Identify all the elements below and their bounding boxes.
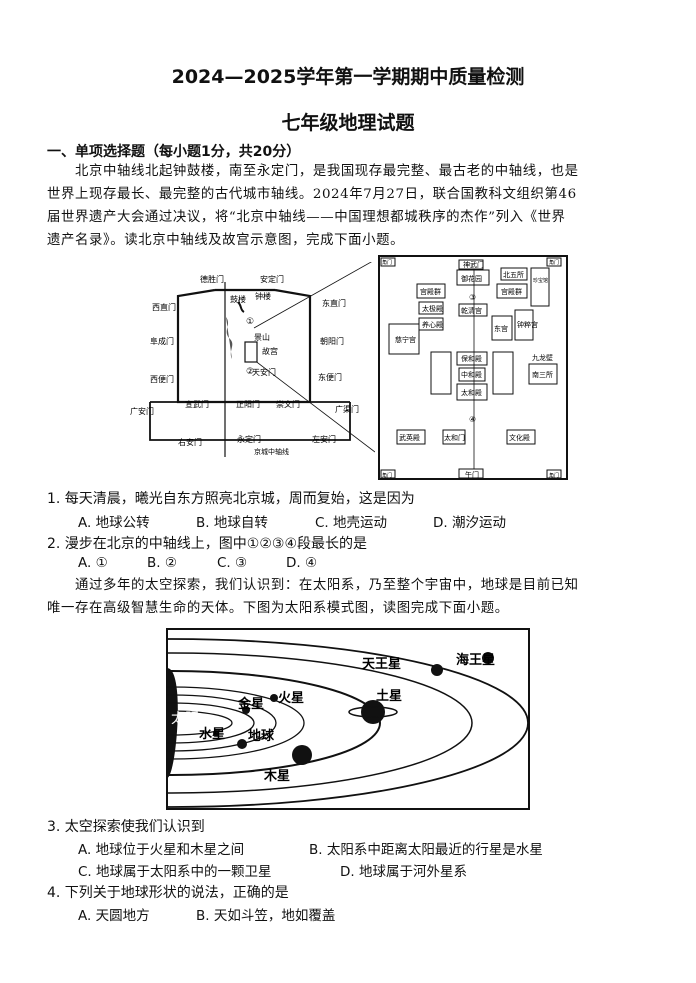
label-cininggong: 慈宁宫	[395, 335, 416, 344]
intro2-paragraph: 通过多年的太空探索，我们认识到：在太阳系，乃至整个宇宙中，地球是目前已知 唯一存…	[47, 574, 657, 620]
exam-subtitle: 七年级地理试题	[281, 112, 415, 134]
intro2-line: 通过多年的太空探索，我们认识到：在太阳系，乃至整个宇宙中，地球是目前已知	[75, 578, 579, 593]
label-earth: 地球	[248, 728, 275, 744]
q2-option-a[interactable]: A. ①	[78, 555, 108, 571]
question-4-stem: 4. 下列关于地球形状的说法，正确的是	[47, 885, 289, 901]
palace-map: 神武门 午门 角门 角门 角门 角门 御花园 宫殿群 宫殿群 北五所 珍宝馆 太…	[378, 255, 568, 480]
corner-gate: 角门	[382, 472, 392, 479]
intro-line: 世界上现存最长、最完整的古代城市轴线。2024年7月27日，联合国教科文组织第4…	[47, 187, 577, 202]
gate-zuoanmen: 左安门	[312, 434, 336, 444]
gate-chaoyangmen: 朝阳门	[320, 336, 344, 346]
q1-option-c[interactable]: C. 地壳运动	[315, 515, 388, 531]
q1-option-a[interactable]: A. 地球公转	[78, 515, 150, 531]
beijing-axis-map: 德胜门 安定门 西直门 东直门 阜成门 朝阳门 西便门 东便门 广安门 广渠门 …	[130, 262, 375, 457]
gate-yongdingmen: 永定门	[237, 434, 261, 444]
label-zhonglou: 钟楼	[255, 291, 271, 301]
gate-zhengyangmen: 正阳门	[236, 399, 260, 409]
label-mercury: 水星	[199, 726, 225, 742]
label-beiwusuo: 北五所	[503, 270, 524, 279]
marker-1: ①	[246, 317, 254, 327]
label-gongdianqun-left: 宫殿群	[420, 287, 441, 296]
q2-option-c[interactable]: C. ③	[217, 555, 248, 571]
label-venus: 金星	[237, 696, 264, 712]
label-neptune: 海王星	[456, 652, 495, 668]
label-yuhuayuan: 御花园	[461, 274, 482, 283]
q2-option-d[interactable]: D. ④	[286, 555, 318, 571]
gate-chongwenmen: 崇文门	[276, 399, 300, 409]
q1-option-d[interactable]: D. 潮汐运动	[433, 515, 506, 531]
label-axis: 京城中轴线	[254, 447, 289, 456]
q3-option-b[interactable]: B. 太阳系中距离太阳最近的行星是水星	[309, 842, 543, 858]
label-taihedian: 太和殿	[461, 388, 482, 397]
intro2-line: 唯一存在高级智慧生命的天体。下图为太阳系模式图，读图完成下面小题。	[47, 601, 509, 616]
label-wenhuadian: 文化殿	[509, 433, 530, 442]
q4-option-a[interactable]: A. 天圆地方	[78, 908, 150, 924]
label-dongliugong: 东宫	[494, 324, 508, 333]
intro-line: 北京中轴线北起钟鼓楼，南至永定门，是我国现存最完整、最古老的中轴线，也是	[75, 164, 579, 179]
solar-system-diagram: 太阳 水星 金星 地球 火星 木星 土星 天王星 海王星	[166, 628, 530, 810]
q3-option-d[interactable]: D. 地球属于河外星系	[340, 864, 467, 880]
gate-deshengmen: 德胜门	[200, 274, 224, 284]
label-jupiter: 木星	[263, 768, 290, 784]
label-zhongcuigong: 钟粹宫	[517, 320, 538, 329]
gate-guangqumen: 广渠门	[335, 404, 359, 414]
q2-option-b[interactable]: B. ②	[147, 555, 177, 571]
label-mars: 火星	[278, 691, 304, 706]
gate-fuchengmen: 阜成门	[150, 336, 174, 346]
marker-3: ③	[469, 293, 476, 302]
label-saturn: 土星	[376, 688, 402, 704]
intro-line: 遗产名录》。读北京中轴线及故宫示意图，完成下面小题。	[47, 233, 405, 248]
gate-xibianmen: 西便门	[150, 374, 174, 384]
label-jingshan: 景山	[254, 332, 270, 342]
label-taihemen: 太和门	[444, 433, 465, 442]
label-taijidian: 太极殿	[422, 304, 443, 313]
label-jiulongbi: 九龙壁	[532, 353, 553, 362]
intro-line: 届世界遗产大会通过决议，将“北京中轴线——中国理想都城秩序的杰作”列入《世界	[47, 210, 566, 225]
section-heading: 一、单项选择题（每小题1分，共20分）	[47, 144, 301, 160]
corner-gate: 角门	[549, 259, 559, 266]
q3-option-a[interactable]: A. 地球位于火星和木星之间	[78, 842, 245, 858]
intro-paragraph: 北京中轴线北起钟鼓楼，南至永定门，是我国现存最完整、最古老的中轴线，也是 世界上…	[47, 160, 657, 252]
gate-dongzhimen: 东直门	[322, 298, 346, 308]
gate-xizhimen: 西直门	[152, 302, 176, 312]
corner-gate: 角门	[549, 472, 559, 479]
label-nansansuo: 南三所	[532, 370, 553, 379]
label-yangxindian: 养心殿	[422, 320, 443, 329]
label-sun: 太阳	[171, 711, 199, 727]
label-zhenbaoguan: 珍宝馆	[533, 277, 548, 284]
gate-xuanwumen: 宣武门	[185, 399, 209, 409]
q3-option-c[interactable]: C. 地球属于太阳系中的一颗卫星	[78, 864, 272, 880]
label-gongdianqun-right: 宫殿群	[501, 287, 522, 296]
gate-andingmen: 安定门	[260, 274, 284, 284]
gate-shenwumen: 神武门	[463, 260, 484, 269]
gate-youanmen: 右安门	[178, 437, 202, 447]
question-1-stem: 1. 每天清晨，曦光自东方照亮北京城，周而复始，这是因为	[47, 491, 415, 507]
label-wuyingdian: 武英殿	[399, 433, 420, 442]
marker-4: ④	[469, 415, 476, 424]
corner-gate: 角门	[382, 259, 392, 266]
label-gulou: 鼓楼	[230, 294, 246, 304]
label-baohedian: 保和殿	[461, 354, 482, 363]
gate-wumen: 午门	[465, 470, 479, 479]
gate-dongbianmen: 东便门	[318, 372, 342, 382]
label-gugong: 故宫	[262, 346, 278, 356]
question-2-stem: 2. 漫步在北京的中轴线上，图中①②③④段最长的是	[47, 536, 368, 552]
label-tiananmen: 天安门	[252, 367, 276, 377]
marker-2: ②	[246, 367, 254, 377]
q4-option-b[interactable]: B. 天如斗笠，地如覆盖	[196, 908, 336, 924]
gate-guanganmen: 广安门	[130, 406, 154, 416]
exam-title: 2024—2025学年第一学期期中质量检测	[171, 66, 525, 88]
label-qianqinggong: 乾清宫	[461, 306, 482, 315]
question-3-stem: 3. 太空探索使我们认识到	[47, 819, 205, 835]
label-zhonghedian: 中和殿	[461, 370, 482, 379]
q1-option-b[interactable]: B. 地球自转	[196, 515, 268, 531]
label-uranus: 天王星	[362, 657, 401, 672]
